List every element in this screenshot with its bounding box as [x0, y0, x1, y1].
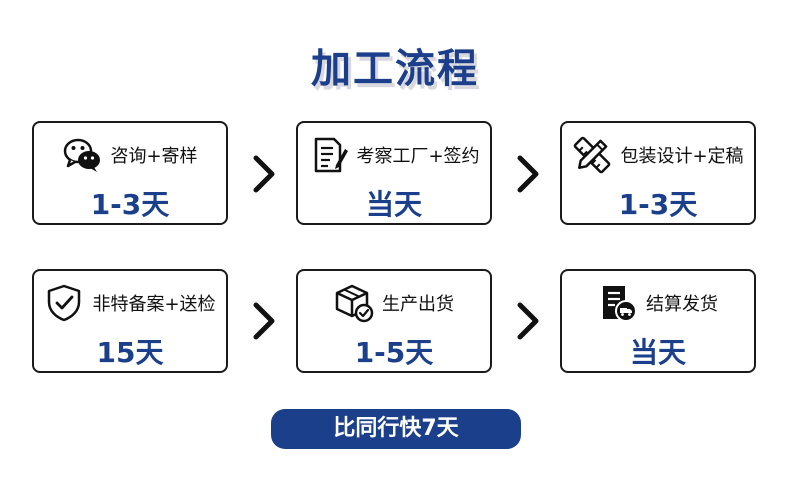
step-duration: 当天 [629, 336, 686, 369]
step-duration: 15天 [96, 336, 164, 369]
step-label: 包装设计+定稿 [620, 146, 744, 167]
package-check-icon [334, 283, 374, 323]
step-label: 咨询+寄样 [110, 146, 198, 167]
step-card-consult: 咨询+寄样 1-3天 [32, 121, 228, 225]
step-card-visit-sign: 考察工厂+签约 当天 [296, 121, 492, 225]
page-title: 加工流程 [311, 46, 479, 92]
step-label: 生产出货 [382, 294, 454, 315]
shield-check-icon [44, 283, 84, 323]
step-label: 结算发货 [646, 294, 718, 315]
step-duration: 当天 [365, 188, 422, 221]
step-label: 考察工厂+签约 [356, 146, 480, 167]
contract-icon [308, 135, 349, 175]
step-card-filing: 非特备案+送检 15天 [32, 269, 228, 373]
invoice-delivery-icon [598, 283, 638, 323]
step-duration: 1-3天 [90, 188, 170, 221]
step-label: 非特备案+送检 [92, 294, 216, 315]
step-card-production: 生产出货 1-5天 [296, 269, 492, 373]
speed-badge: 比同行快7天 [271, 409, 521, 449]
chevron-right-icon [514, 299, 542, 343]
step-card-settlement: 结算发货 当天 [560, 269, 756, 373]
chevron-right-icon [514, 152, 542, 196]
design-tools-icon [572, 135, 612, 175]
step-card-design: 包装设计+定稿 1-3天 [560, 121, 756, 225]
step-duration: 1-3天 [618, 188, 698, 221]
chevron-right-icon [250, 299, 278, 343]
step-duration: 1-5天 [354, 336, 434, 369]
wechat-icon [62, 135, 102, 175]
chevron-right-icon [250, 152, 278, 196]
